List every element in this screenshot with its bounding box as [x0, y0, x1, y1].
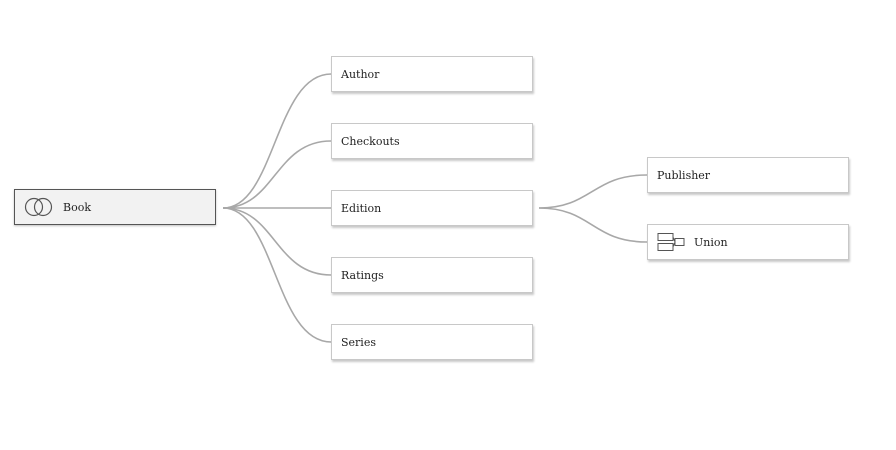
table-node-book[interactable]: Book: [14, 189, 216, 225]
table-node-publisher[interactable]: Publisher: [647, 157, 849, 193]
link-book-author: [222, 73, 332, 209]
node-label: Union: [694, 235, 728, 249]
table-node-checkouts[interactable]: Checkouts: [331, 123, 533, 159]
table-node-edition[interactable]: Edition: [331, 190, 533, 226]
node-label: Checkouts: [341, 134, 400, 148]
link-book-checkouts: [222, 140, 332, 209]
union-icon: [657, 232, 685, 252]
node-label: Author: [341, 67, 380, 81]
node-label: Book: [63, 200, 91, 214]
node-label: Publisher: [657, 168, 711, 182]
table-node-ratings[interactable]: Ratings: [331, 257, 533, 293]
node-label: Edition: [341, 201, 382, 215]
table-node-author[interactable]: Author: [331, 56, 533, 92]
table-node-union[interactable]: Union: [647, 224, 849, 260]
node-label: Series: [341, 335, 376, 349]
node-label: Ratings: [341, 268, 384, 282]
link-book-ratings: [222, 207, 332, 276]
link-book-series: [222, 207, 332, 343]
join-venn-icon: [24, 197, 54, 217]
table-node-series[interactable]: Series: [331, 324, 533, 360]
link-edition-publisher: [538, 174, 648, 209]
link-edition-union: [538, 207, 648, 243]
